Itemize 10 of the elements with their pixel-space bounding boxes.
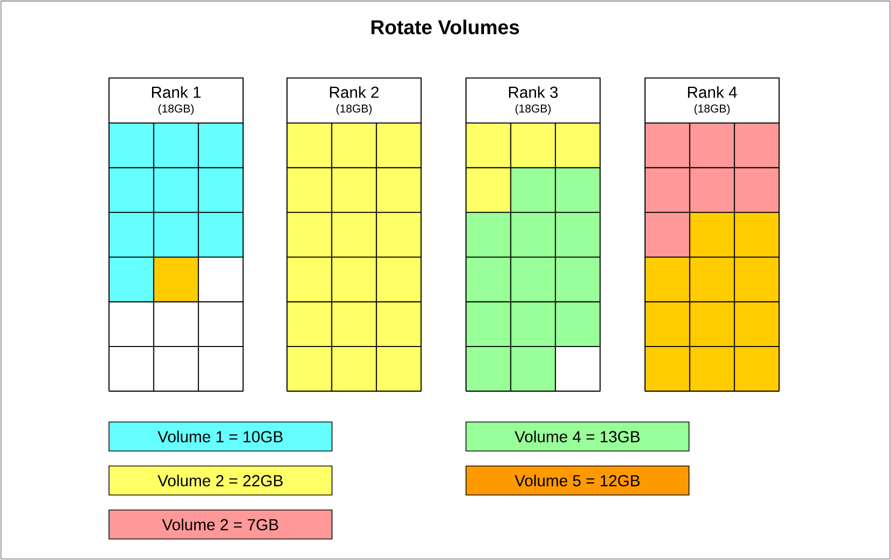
legend-entry: Volume 2 = 7GB xyxy=(108,510,332,540)
legend-entry: Volume 1 = 10GB xyxy=(108,422,332,452)
rank-header: Rank 4 (18GB) xyxy=(644,77,780,124)
legend-entry: Volume 4 = 13GB xyxy=(466,422,690,452)
rank-header: Rank 3 (18GB) xyxy=(465,77,601,124)
legend-entry: Volume 2 = 22GB xyxy=(108,466,332,496)
title: Rotate Volumes xyxy=(372,20,519,34)
rank-header: Rank 2 (18GB) xyxy=(286,77,422,124)
legend-entry: Volume 5 = 12GB xyxy=(466,466,690,496)
rank-header: Rank 1 (18GB) xyxy=(108,77,244,124)
